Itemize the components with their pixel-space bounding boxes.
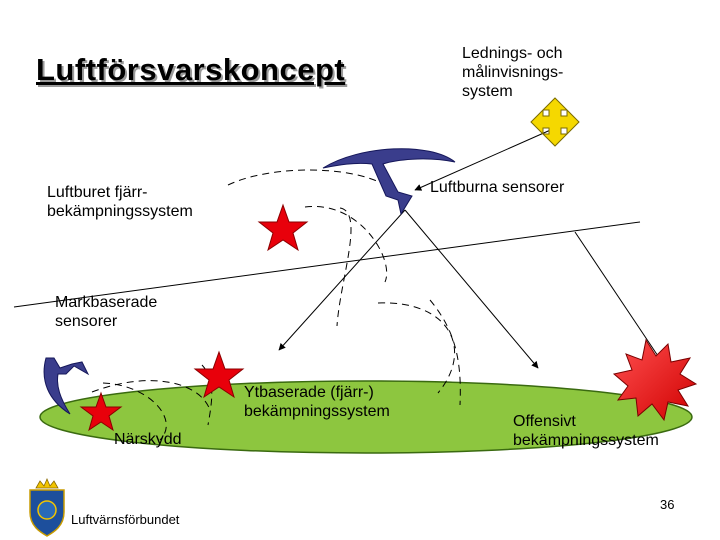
page-number: 36 (660, 497, 675, 512)
trajectory-air-3 (336, 207, 352, 327)
trajectory-air-1 (227, 169, 386, 186)
star-icon (257, 203, 309, 252)
explosion-icon (612, 338, 698, 422)
label-close-defense: Närskydd (114, 431, 182, 448)
star-icon (79, 391, 123, 432)
organization-name: Luftvärnsförbundet (71, 512, 180, 527)
label-offensive-weapon: Offensivt bekämpningssystem (513, 413, 659, 449)
emblem-icon (29, 477, 65, 537)
trajectory-ground-2 (377, 302, 456, 394)
trajectory-air-2 (304, 206, 388, 283)
label-air-weapon: Luftburet fjärr- bekämpningssystem (47, 184, 193, 220)
command-symbol-icon (530, 97, 580, 147)
aircraft-icon (322, 148, 456, 216)
sensor-link-line (13, 221, 641, 308)
ground-area (39, 380, 693, 454)
label-surface-weapon: Ytbaserade (fjärr-) bekämpningssystem (244, 384, 390, 420)
arrow-to-offensive-b (574, 231, 665, 366)
star-icon (193, 350, 245, 399)
arrow-to-ground-center (278, 209, 406, 351)
trajectory-left-2 (102, 382, 167, 441)
radar-icon (43, 357, 90, 415)
arrow-command-to-air (414, 127, 556, 191)
label-command-system: Lednings- och målinvisnings- system (462, 45, 564, 100)
trajectory-left-1 (91, 380, 211, 411)
page-title: Luftförsvarskoncept (36, 52, 346, 87)
trajectory-ground-1 (429, 299, 461, 406)
arrow-to-offensive-a (404, 209, 539, 369)
label-ground-sensors: Markbaserade sensorer (55, 294, 158, 330)
label-air-sensors: Luftburna sensorer (430, 179, 565, 196)
